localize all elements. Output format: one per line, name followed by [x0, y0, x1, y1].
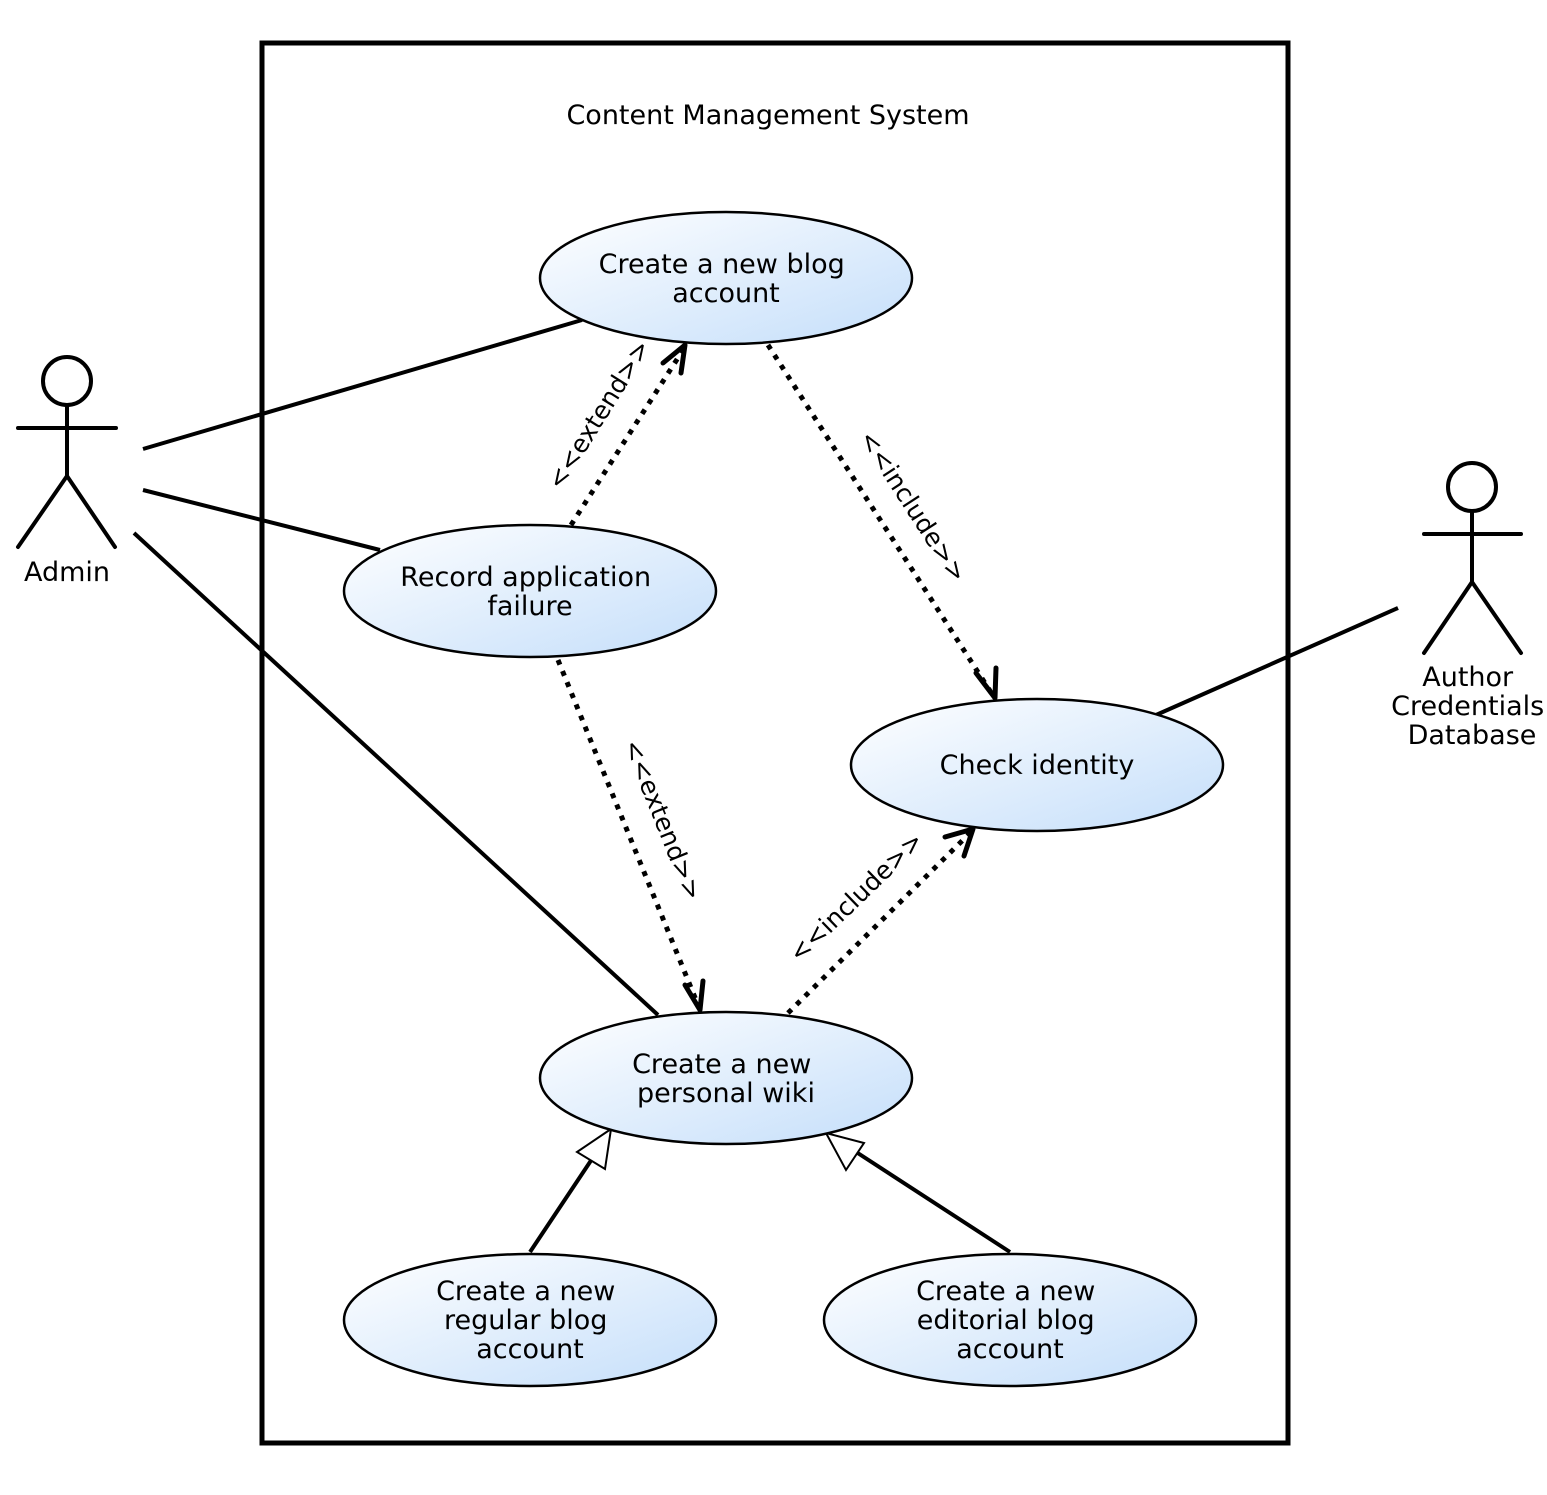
- actor-admin[interactable]: Admin: [16, 355, 118, 588]
- usecase-label: Create a new personal wiki: [632, 1049, 820, 1109]
- include-wiki-to-identity-arrow: [942, 826, 976, 859]
- usecase-create-regular-blog-account[interactable]: Create a new regular blog account: [342, 1252, 718, 1388]
- assoc-admin-create-blog: [142, 318, 583, 451]
- system-title: Content Management System: [566, 100, 969, 131]
- generalization-regular-line: [528, 1151, 598, 1254]
- extend-failure-to-blog-arrow: [660, 342, 688, 376]
- usecase-label: Create a new regular blog account: [436, 1276, 624, 1365]
- include-label-1: <<include>>: [853, 425, 972, 587]
- generalization-regular-head: [575, 1126, 613, 1171]
- usecase-label: Create a new editorial blog account: [916, 1276, 1104, 1365]
- actor-head: [41, 355, 93, 407]
- assoc-db-check-identity: [1155, 606, 1399, 717]
- usecase-record-application-failure[interactable]: Record application failure: [342, 523, 718, 659]
- actor-head: [1446, 461, 1498, 513]
- extend-label-1: <<extend>>: [541, 335, 656, 495]
- usecase-label: Record application failure: [400, 562, 659, 622]
- include-blog-to-identity-arrow: [973, 665, 999, 701]
- usecase-create-editorial-blog-account[interactable]: Create a new editorial blog account: [822, 1252, 1198, 1388]
- actor-admin-label: Admin: [24, 557, 110, 588]
- actor-author-credentials-database[interactable]: Author Credentials Database: [1391, 461, 1547, 751]
- generalization-editorial-line: [848, 1146, 1012, 1254]
- extend-label-2: <<extend>>: [618, 735, 709, 904]
- assoc-admin-record-failure: [142, 488, 381, 552]
- usecase-label: Create a new blog account: [599, 249, 854, 309]
- include-blog-to-identity-line: [765, 343, 995, 696]
- generalization-editorial-head: [824, 1131, 866, 1172]
- assoc-admin-create-wiki: [132, 531, 660, 1017]
- usecase-create-personal-wiki[interactable]: Create a new personal wiki: [538, 1010, 914, 1146]
- system-boundary: [259, 40, 1291, 1446]
- usecase-check-identity[interactable]: Check identity: [849, 697, 1225, 833]
- actor-author-db-label: Author Credentials Database: [1391, 662, 1547, 751]
- include-label-2: <<include>>: [783, 826, 929, 968]
- usecase-create-blog-account[interactable]: Create a new blog account: [538, 210, 914, 346]
- extend-failure-to-wiki-arrow: [682, 978, 706, 1013]
- usecase-label: Check identity: [940, 750, 1135, 781]
- extend-failure-to-wiki-line: [555, 659, 701, 1006]
